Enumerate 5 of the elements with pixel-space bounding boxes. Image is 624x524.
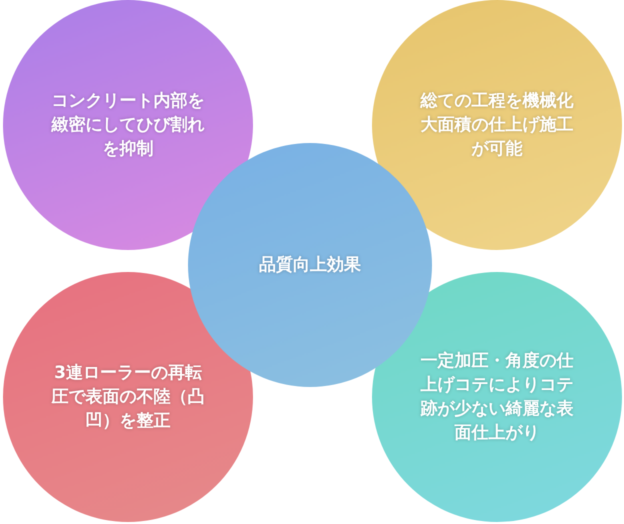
circle-text: 一定加圧・角度の仕上げコテによりコテ跡が少ない綺麗な表面仕上がり <box>420 350 574 445</box>
circle-text: 品質向上効果 <box>259 254 361 277</box>
circle-text: 3連ローラーの再転圧で表面の不陸（凸凹）を整正 <box>50 362 206 433</box>
circle-text: 総ての工程を機械化大面積の仕上げ施工が可能 <box>419 90 574 161</box>
circle-text: コンクリート内部を緻密にしてひび割れを抑制 <box>50 90 206 161</box>
